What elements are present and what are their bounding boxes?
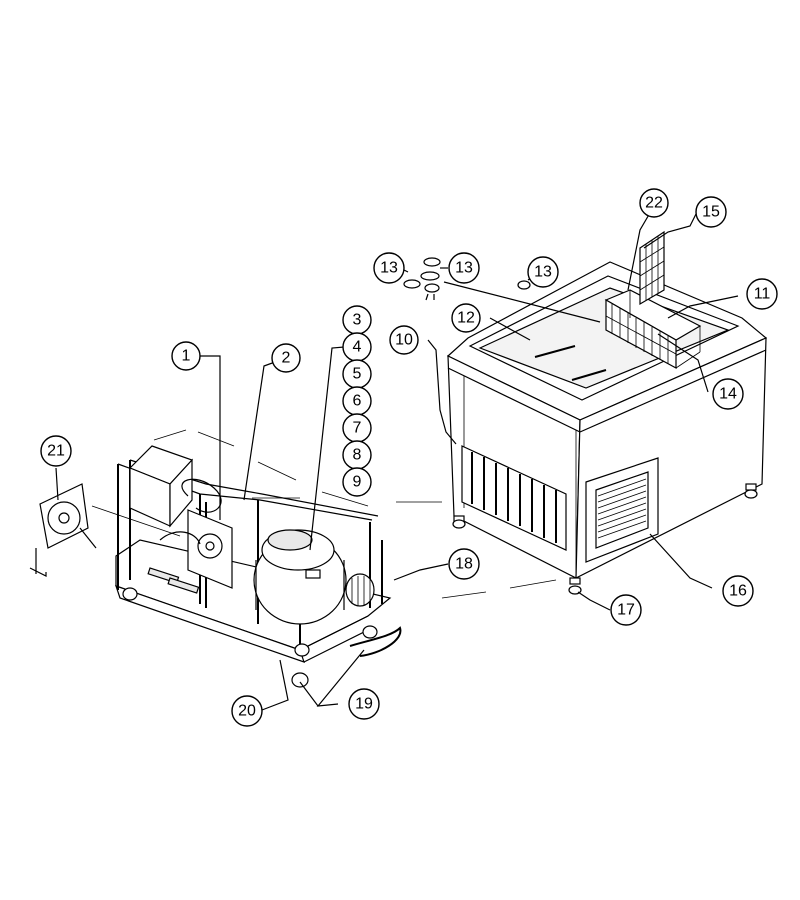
callout-17: 17 bbox=[610, 594, 642, 626]
callout-10-label: 10 bbox=[395, 332, 413, 349]
callout-19-label: 19 bbox=[355, 696, 373, 713]
side-vent-panel bbox=[585, 457, 659, 563]
callout-21-label: 21 bbox=[47, 443, 65, 460]
callout-14: 14 bbox=[712, 378, 744, 410]
callout-13-left: 13 bbox=[373, 252, 405, 284]
callout-20: 20 bbox=[231, 695, 263, 727]
callout-14-label: 14 bbox=[719, 386, 737, 403]
callout-13-right-label: 13 bbox=[534, 264, 552, 281]
divider-grid bbox=[639, 230, 665, 306]
callout-7-label: 7 bbox=[353, 420, 362, 437]
callout-6: 6 bbox=[342, 386, 372, 416]
callout-17-label: 17 bbox=[617, 602, 635, 619]
callout-16: 16 bbox=[722, 575, 754, 607]
callout-5-label: 5 bbox=[353, 366, 362, 383]
callout-3: 3 bbox=[342, 305, 372, 335]
callout-10: 10 bbox=[389, 325, 419, 355]
electrical-box bbox=[128, 445, 194, 528]
callout-13-mid: 13 bbox=[448, 252, 480, 284]
callout-21: 21 bbox=[40, 435, 72, 467]
callout-19: 19 bbox=[348, 688, 380, 720]
callout-4-label: 4 bbox=[353, 339, 362, 356]
lid-hardware bbox=[403, 257, 601, 323]
callout-18-label: 18 bbox=[455, 556, 473, 573]
fan-shroud bbox=[159, 478, 233, 589]
callout-5: 5 bbox=[342, 359, 372, 389]
callout-6-label: 6 bbox=[353, 393, 362, 410]
caster-wheels bbox=[452, 483, 758, 595]
callout-7: 7 bbox=[342, 413, 372, 443]
condenser-coil bbox=[345, 573, 375, 607]
callout-15: 15 bbox=[695, 196, 727, 228]
callout-11-label: 11 bbox=[754, 286, 771, 303]
callout-22: 22 bbox=[639, 188, 669, 218]
callout-9: 9 bbox=[342, 467, 372, 497]
callout-8-label: 8 bbox=[353, 447, 362, 464]
callout-13-mid-label: 13 bbox=[455, 260, 473, 277]
callout-18: 18 bbox=[448, 548, 480, 580]
axial-fan bbox=[29, 483, 97, 577]
callout-4: 4 bbox=[342, 332, 372, 362]
front-vent-grille bbox=[461, 445, 567, 551]
callout-16-label: 16 bbox=[729, 583, 747, 600]
condensing-unit bbox=[115, 445, 402, 688]
callout-1: 1 bbox=[171, 341, 201, 371]
callout-8: 8 bbox=[342, 440, 372, 470]
callout-2: 2 bbox=[271, 343, 301, 373]
compressor bbox=[253, 529, 347, 625]
callout-20-label: 20 bbox=[238, 703, 256, 720]
callout-13-left-label: 13 bbox=[380, 260, 398, 277]
power-cord bbox=[349, 626, 402, 657]
callout-11: 11 bbox=[746, 278, 778, 310]
wire-basket bbox=[604, 289, 702, 370]
callout-9-label: 9 bbox=[353, 474, 362, 491]
freezer-cabinet bbox=[403, 230, 768, 595]
callout-12-label: 12 bbox=[457, 310, 475, 327]
callout-12: 12 bbox=[451, 303, 481, 333]
callout-22-label: 22 bbox=[645, 195, 663, 212]
callout-1-label: 1 bbox=[182, 348, 191, 365]
unit-caster-wheels bbox=[122, 587, 378, 688]
callout-15-label: 15 bbox=[702, 204, 720, 221]
callout-13-right: 13 bbox=[527, 256, 559, 288]
callout-2-label: 2 bbox=[282, 350, 291, 367]
callout-3-label: 3 bbox=[353, 312, 362, 329]
